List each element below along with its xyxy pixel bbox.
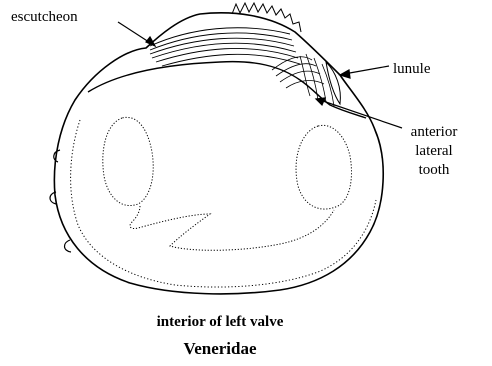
caption-view: interior of left valve (0, 314, 440, 331)
label-lunule: lunule (393, 60, 431, 78)
caption-family: Veneridae (0, 339, 440, 359)
label-tooth-line-3: tooth (392, 161, 476, 180)
label-tooth-line-2: lateral (392, 142, 476, 161)
label-escutcheon: escutcheon (11, 8, 78, 26)
leader-lunule (344, 66, 389, 74)
label-tooth-line-1: anterior (392, 123, 476, 142)
label-anterior-lateral-tooth: anterior lateral tooth (392, 123, 476, 180)
